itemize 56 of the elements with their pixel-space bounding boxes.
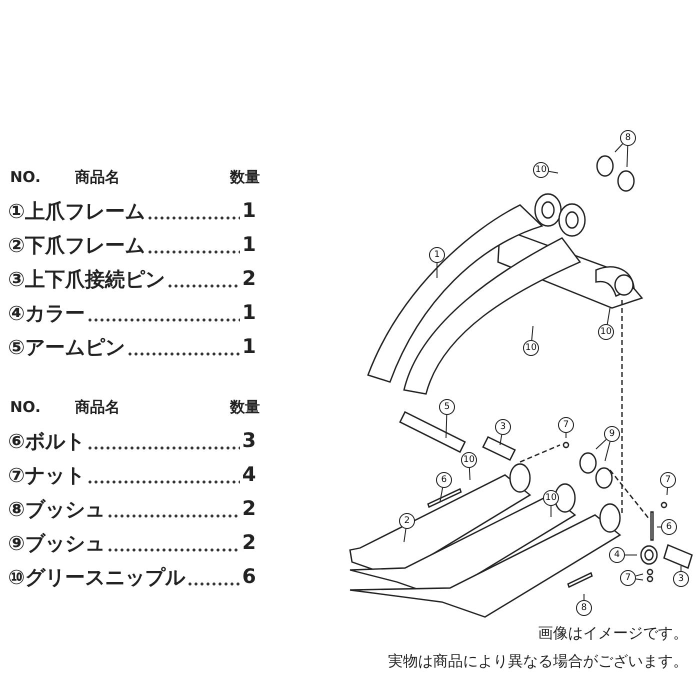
leader-line xyxy=(680,566,682,572)
callout-number: 6 xyxy=(436,472,452,488)
leader-line xyxy=(531,326,534,341)
leader-line xyxy=(404,528,406,542)
callout-number: 7 xyxy=(558,417,574,433)
leader-line xyxy=(596,438,607,450)
column-header: NO. xyxy=(10,168,41,186)
callout-number: 2 xyxy=(399,513,415,529)
callout-number: 4 xyxy=(609,547,625,563)
callout-number: 7 xyxy=(620,570,636,586)
part-name: ⑥ボルト xyxy=(8,428,85,455)
leader-line xyxy=(624,554,638,556)
callout-number: 10 xyxy=(461,452,477,468)
callout-number: 8 xyxy=(576,600,592,616)
leader-line xyxy=(446,414,448,438)
leader-line xyxy=(656,526,662,528)
callout-number: 8 xyxy=(620,130,636,146)
leader-line xyxy=(548,170,558,174)
column-header: 商品名 xyxy=(75,168,120,187)
leader-line xyxy=(436,262,438,278)
leader-line xyxy=(440,487,444,502)
leader-line xyxy=(635,578,644,580)
footnote: 実物は商品により異なる場合がございます。 xyxy=(388,652,688,671)
callout-number: 6 xyxy=(661,519,677,535)
leader-line xyxy=(626,146,628,168)
column-header: 商品名 xyxy=(75,398,120,417)
leader-line xyxy=(550,506,552,518)
part-name: ⑨ブッシュ xyxy=(8,530,105,557)
leader-line xyxy=(604,441,610,462)
callout-number: 9 xyxy=(604,426,620,442)
part-name: ④カラー xyxy=(8,300,85,327)
part-name: ⑦ナット xyxy=(8,462,85,489)
callout-number: 5 xyxy=(439,399,455,415)
callout-number: 3 xyxy=(673,571,689,587)
callout-number: 10 xyxy=(523,340,539,356)
footnote: 画像はイメージです。 xyxy=(538,624,688,643)
leader-line xyxy=(614,143,624,152)
part-name: ⑤アームピン xyxy=(8,334,125,361)
part-name: ①上爪フレーム xyxy=(8,198,145,225)
callout-number: 10 xyxy=(533,162,549,178)
callout-number: 7 xyxy=(660,472,676,488)
column-header: 数量 xyxy=(230,168,260,187)
part-name: ②下爪フレーム xyxy=(8,232,145,259)
part-name: ③上下爪接続ピン xyxy=(8,266,165,293)
leader-line xyxy=(635,574,644,576)
column-header: 数量 xyxy=(230,398,260,417)
leader-line xyxy=(606,308,610,325)
leader-line xyxy=(468,468,470,480)
column-header: NO. xyxy=(10,398,41,416)
callout-number: 3 xyxy=(495,419,511,435)
leader-line xyxy=(500,434,502,446)
leader-line xyxy=(666,487,668,496)
part-name: ⑩グリースニップル xyxy=(8,564,185,591)
part-name: ⑧ブッシュ xyxy=(8,496,105,523)
callout-number: 1 xyxy=(429,247,445,263)
callout-number: 10 xyxy=(598,324,614,340)
